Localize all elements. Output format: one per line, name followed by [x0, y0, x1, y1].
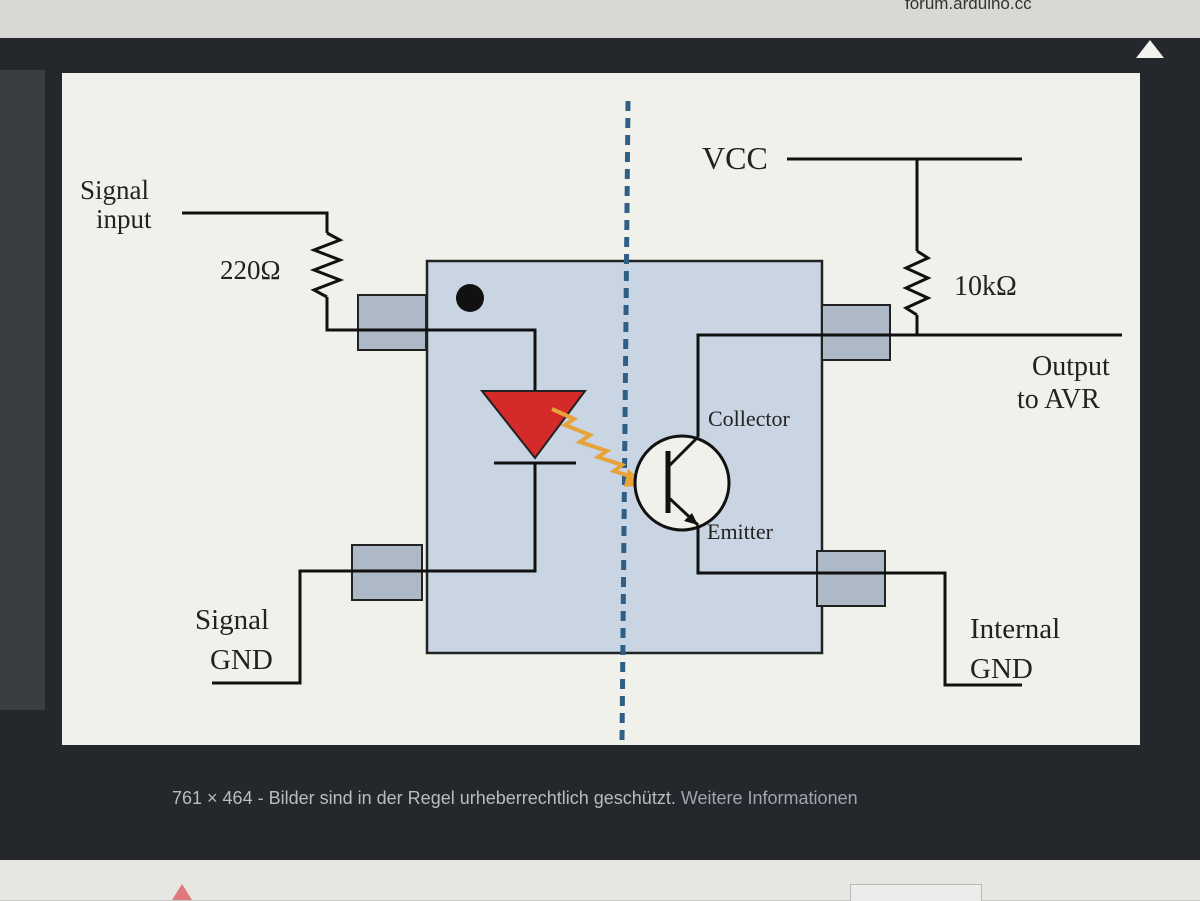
pin1-dot	[456, 284, 484, 312]
caption-separator: -	[257, 788, 264, 808]
resistor-10k-label: 10kΩ	[954, 271, 1017, 302]
resistor-220-symbol	[309, 231, 345, 299]
viewer-left-strip	[0, 70, 45, 710]
pin-emitter	[816, 550, 886, 607]
transistor-circle	[633, 434, 731, 532]
warning-icon	[172, 884, 192, 900]
resistor-220-label: 220Ω	[220, 255, 281, 285]
pin-anode	[357, 294, 427, 351]
isolation-barrier	[619, 100, 631, 742]
more-info-link[interactable]: Weitere Informationen	[680, 788, 858, 808]
signal-input-label-1: Signal	[80, 175, 149, 205]
anode-wire	[325, 297, 537, 391]
collector-label: Collector	[708, 406, 791, 431]
led-triangle	[479, 390, 587, 460]
internal-gnd-wire	[696, 525, 1022, 687]
light-beam	[551, 407, 640, 481]
internal-gnd-label-2: GND	[970, 653, 1033, 685]
copyright-notice: Bilder sind in der Regel urheberrechtlic…	[268, 788, 676, 808]
browser-top-bar: forum.arduino.cc	[0, 0, 1200, 40]
bottom-tab-strip	[850, 884, 982, 901]
transistor-emitter-arrow	[684, 513, 698, 525]
output-label-1: Output	[1032, 351, 1110, 382]
image-info-caption: 761 × 464 - Bilder sind in der Regel urh…	[172, 788, 858, 809]
emitter-label: Emitter	[707, 519, 774, 544]
source-site-link[interactable]: forum.arduino.cc	[905, 0, 1032, 13]
transistor-collector-lead	[666, 435, 700, 469]
optocoupler-diagram: Signal input 220Ω VCC 10kΩ Output to AVR…	[80, 100, 1122, 742]
signal-gnd-wire	[212, 463, 537, 685]
resistor-10k-symbol	[902, 249, 932, 317]
signal-input-label-2: input	[96, 204, 152, 234]
image-dimensions: 761 × 464	[172, 788, 253, 808]
collector-output-wire	[696, 333, 1122, 437]
signal-input-wire	[182, 211, 329, 233]
viewer-caret-icon	[1136, 40, 1164, 58]
preview-image[interactable]: Signal input 220Ω VCC 10kΩ Output to AVR…	[62, 73, 1140, 745]
internal-gnd-label-1: Internal	[970, 613, 1060, 645]
pin-collector	[821, 304, 891, 361]
signal-gnd-label-1: Signal	[195, 604, 269, 636]
browser-bottom-bar	[0, 860, 1200, 900]
signal-gnd-label-2: GND	[210, 644, 273, 676]
output-label-2: to AVR	[1017, 384, 1100, 415]
vcc-label: VCC	[702, 140, 768, 176]
